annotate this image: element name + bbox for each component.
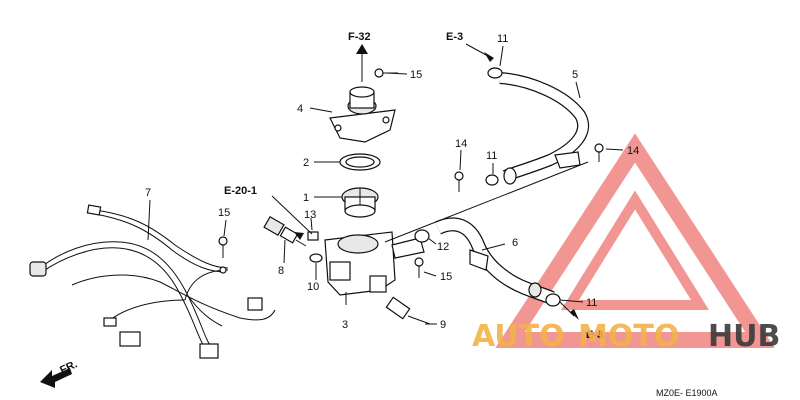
callout-14-middle: 14 <box>455 138 467 150</box>
switch-sensor <box>385 296 431 325</box>
thermostat-cover <box>329 86 396 143</box>
watermark-wordmark: AUTO MOTO HUB <box>472 319 780 354</box>
gasket <box>339 153 381 171</box>
reference-e20-1: E-20-1 <box>224 185 257 197</box>
front-direction-arrow-icon <box>40 368 72 388</box>
callout-8: 8 <box>278 265 284 277</box>
callout-10: 10 <box>307 281 319 293</box>
callout-2: 2 <box>303 157 309 169</box>
callout-6: 6 <box>512 237 518 249</box>
callout-13: 13 <box>304 209 316 221</box>
callout-14-right: 14 <box>627 145 639 157</box>
wire-harness <box>29 204 276 359</box>
watermark-word-auto: AUTO <box>472 319 565 354</box>
reference-e3-bottom: E-3 <box>586 329 603 341</box>
watermark-word-hub: HUB <box>708 319 780 354</box>
callout-12: 12 <box>437 241 449 253</box>
callout-11-bottom: 11 <box>586 297 597 309</box>
front-direction-label: FR. <box>58 358 79 376</box>
thermostat <box>341 187 379 218</box>
fasteners <box>218 68 604 278</box>
watermark-word-moto: MOTO <box>578 319 679 354</box>
callout-9: 9 <box>440 319 446 331</box>
callout-11-top: 11 <box>497 33 508 45</box>
callout-15-left: 15 <box>218 207 230 219</box>
watermark-logo <box>495 133 775 348</box>
upper-water-hose <box>485 67 590 186</box>
callout-5: 5 <box>572 69 578 81</box>
callout-4: 4 <box>297 103 303 115</box>
callout-15-top: 15 <box>410 69 422 81</box>
callout-7: 7 <box>145 187 151 199</box>
callout-11-middle: 11 <box>486 150 497 162</box>
callout-1: 1 <box>303 192 309 204</box>
callout-15-right: 15 <box>440 271 452 283</box>
leader-lines <box>147 45 624 325</box>
temperature-sensor <box>263 215 307 247</box>
thermostat-housing <box>324 231 425 296</box>
callout-3: 3 <box>342 319 348 331</box>
diagram-code: MZ0E- E1900A <box>656 388 718 398</box>
water-pipe <box>414 217 561 307</box>
reference-arrows <box>294 43 579 320</box>
reference-e3-top: E-3 <box>446 31 463 43</box>
reference-f32: F-32 <box>348 31 371 43</box>
